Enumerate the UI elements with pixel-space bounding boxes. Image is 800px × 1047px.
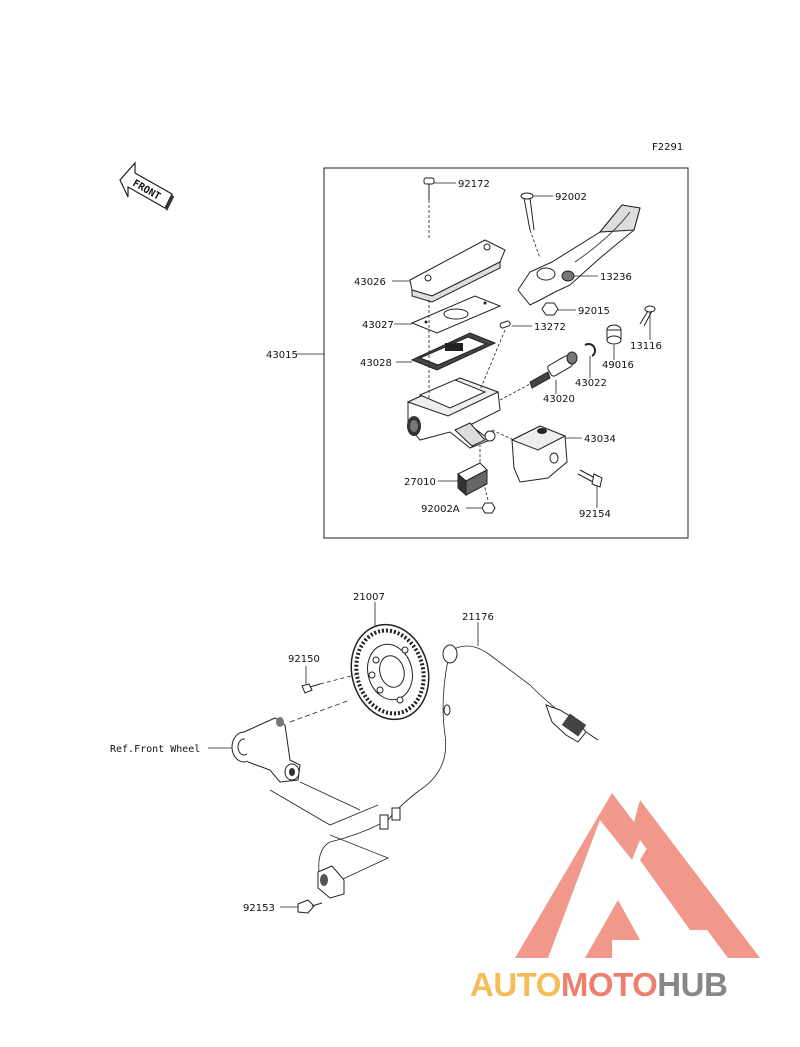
label-43022: 43022 [575, 378, 607, 389]
piston-43020 [499, 351, 578, 401]
logo-text-hub: HUB [657, 966, 727, 1003]
brake-lever-13236 [517, 204, 641, 306]
screw-92002A [466, 483, 496, 514]
screw-92172 [423, 177, 456, 240]
assembly-frame [323, 167, 689, 539]
label-43026: 43026 [354, 277, 386, 288]
label-21007: 21007 [353, 592, 385, 603]
abs-rotor-21007 [350, 602, 430, 721]
bolt-92153 [280, 899, 323, 914]
label-92015: 92015 [578, 306, 610, 317]
bolt-92154 [577, 469, 603, 508]
label-92153: 92153 [243, 903, 275, 914]
svg-text:AUTOMOTOHUB: AUTOMOTOHUB [470, 966, 727, 1003]
label-13236: 13236 [600, 272, 632, 283]
label-13272: 13272 [534, 322, 566, 333]
pin-13272 [479, 320, 532, 391]
label-13116: 13116 [630, 341, 662, 352]
nut-92015 [541, 302, 576, 316]
label-43034: 43034 [584, 434, 616, 445]
screw-13116 [639, 305, 656, 340]
automotohub-logo [515, 793, 760, 958]
front-arrow-icon: FRONT [119, 161, 174, 211]
reservoir-cap-43026 [392, 239, 506, 303]
abs-sensor-21176 [318, 622, 599, 881]
label-43027: 43027 [362, 320, 394, 331]
label-21176: 21176 [462, 612, 494, 623]
bolt-92150 [301, 666, 356, 694]
label-43028: 43028 [360, 358, 392, 369]
label-92002: 92002 [555, 192, 587, 203]
diagram-code: F2291 [652, 142, 683, 153]
label-92154: 92154 [579, 509, 611, 520]
logo-text-moto: MOTO [561, 966, 657, 1003]
label-27010: 27010 [404, 477, 436, 488]
sensor-bracket [317, 865, 345, 899]
label-43020: 43020 [543, 394, 575, 405]
master-cylinder-body [406, 300, 501, 449]
switch-27010 [438, 445, 488, 497]
logo-text-auto: AUTO [470, 966, 561, 1003]
automotohub-wordmark: AUTOMOTOHUB [470, 966, 728, 1003]
bushing-49016 [606, 324, 622, 360]
label-92172: 92172 [458, 179, 490, 190]
label-92150: 92150 [288, 654, 320, 665]
label-ref-front-wheel: Ref.Front Wheel [110, 744, 200, 755]
circlip-43022 [584, 342, 597, 378]
plate-43027 [394, 295, 502, 334]
front-wheel-hub [208, 699, 351, 783]
label-92002A: 92002A [421, 504, 460, 515]
bolt-92002 [520, 192, 553, 259]
label-49016: 49016 [602, 360, 634, 371]
guide-lines [269, 781, 379, 826]
label-43015: 43015 [266, 350, 298, 361]
clamp-43034 [491, 425, 582, 483]
diaphragm-43028 [396, 332, 497, 371]
